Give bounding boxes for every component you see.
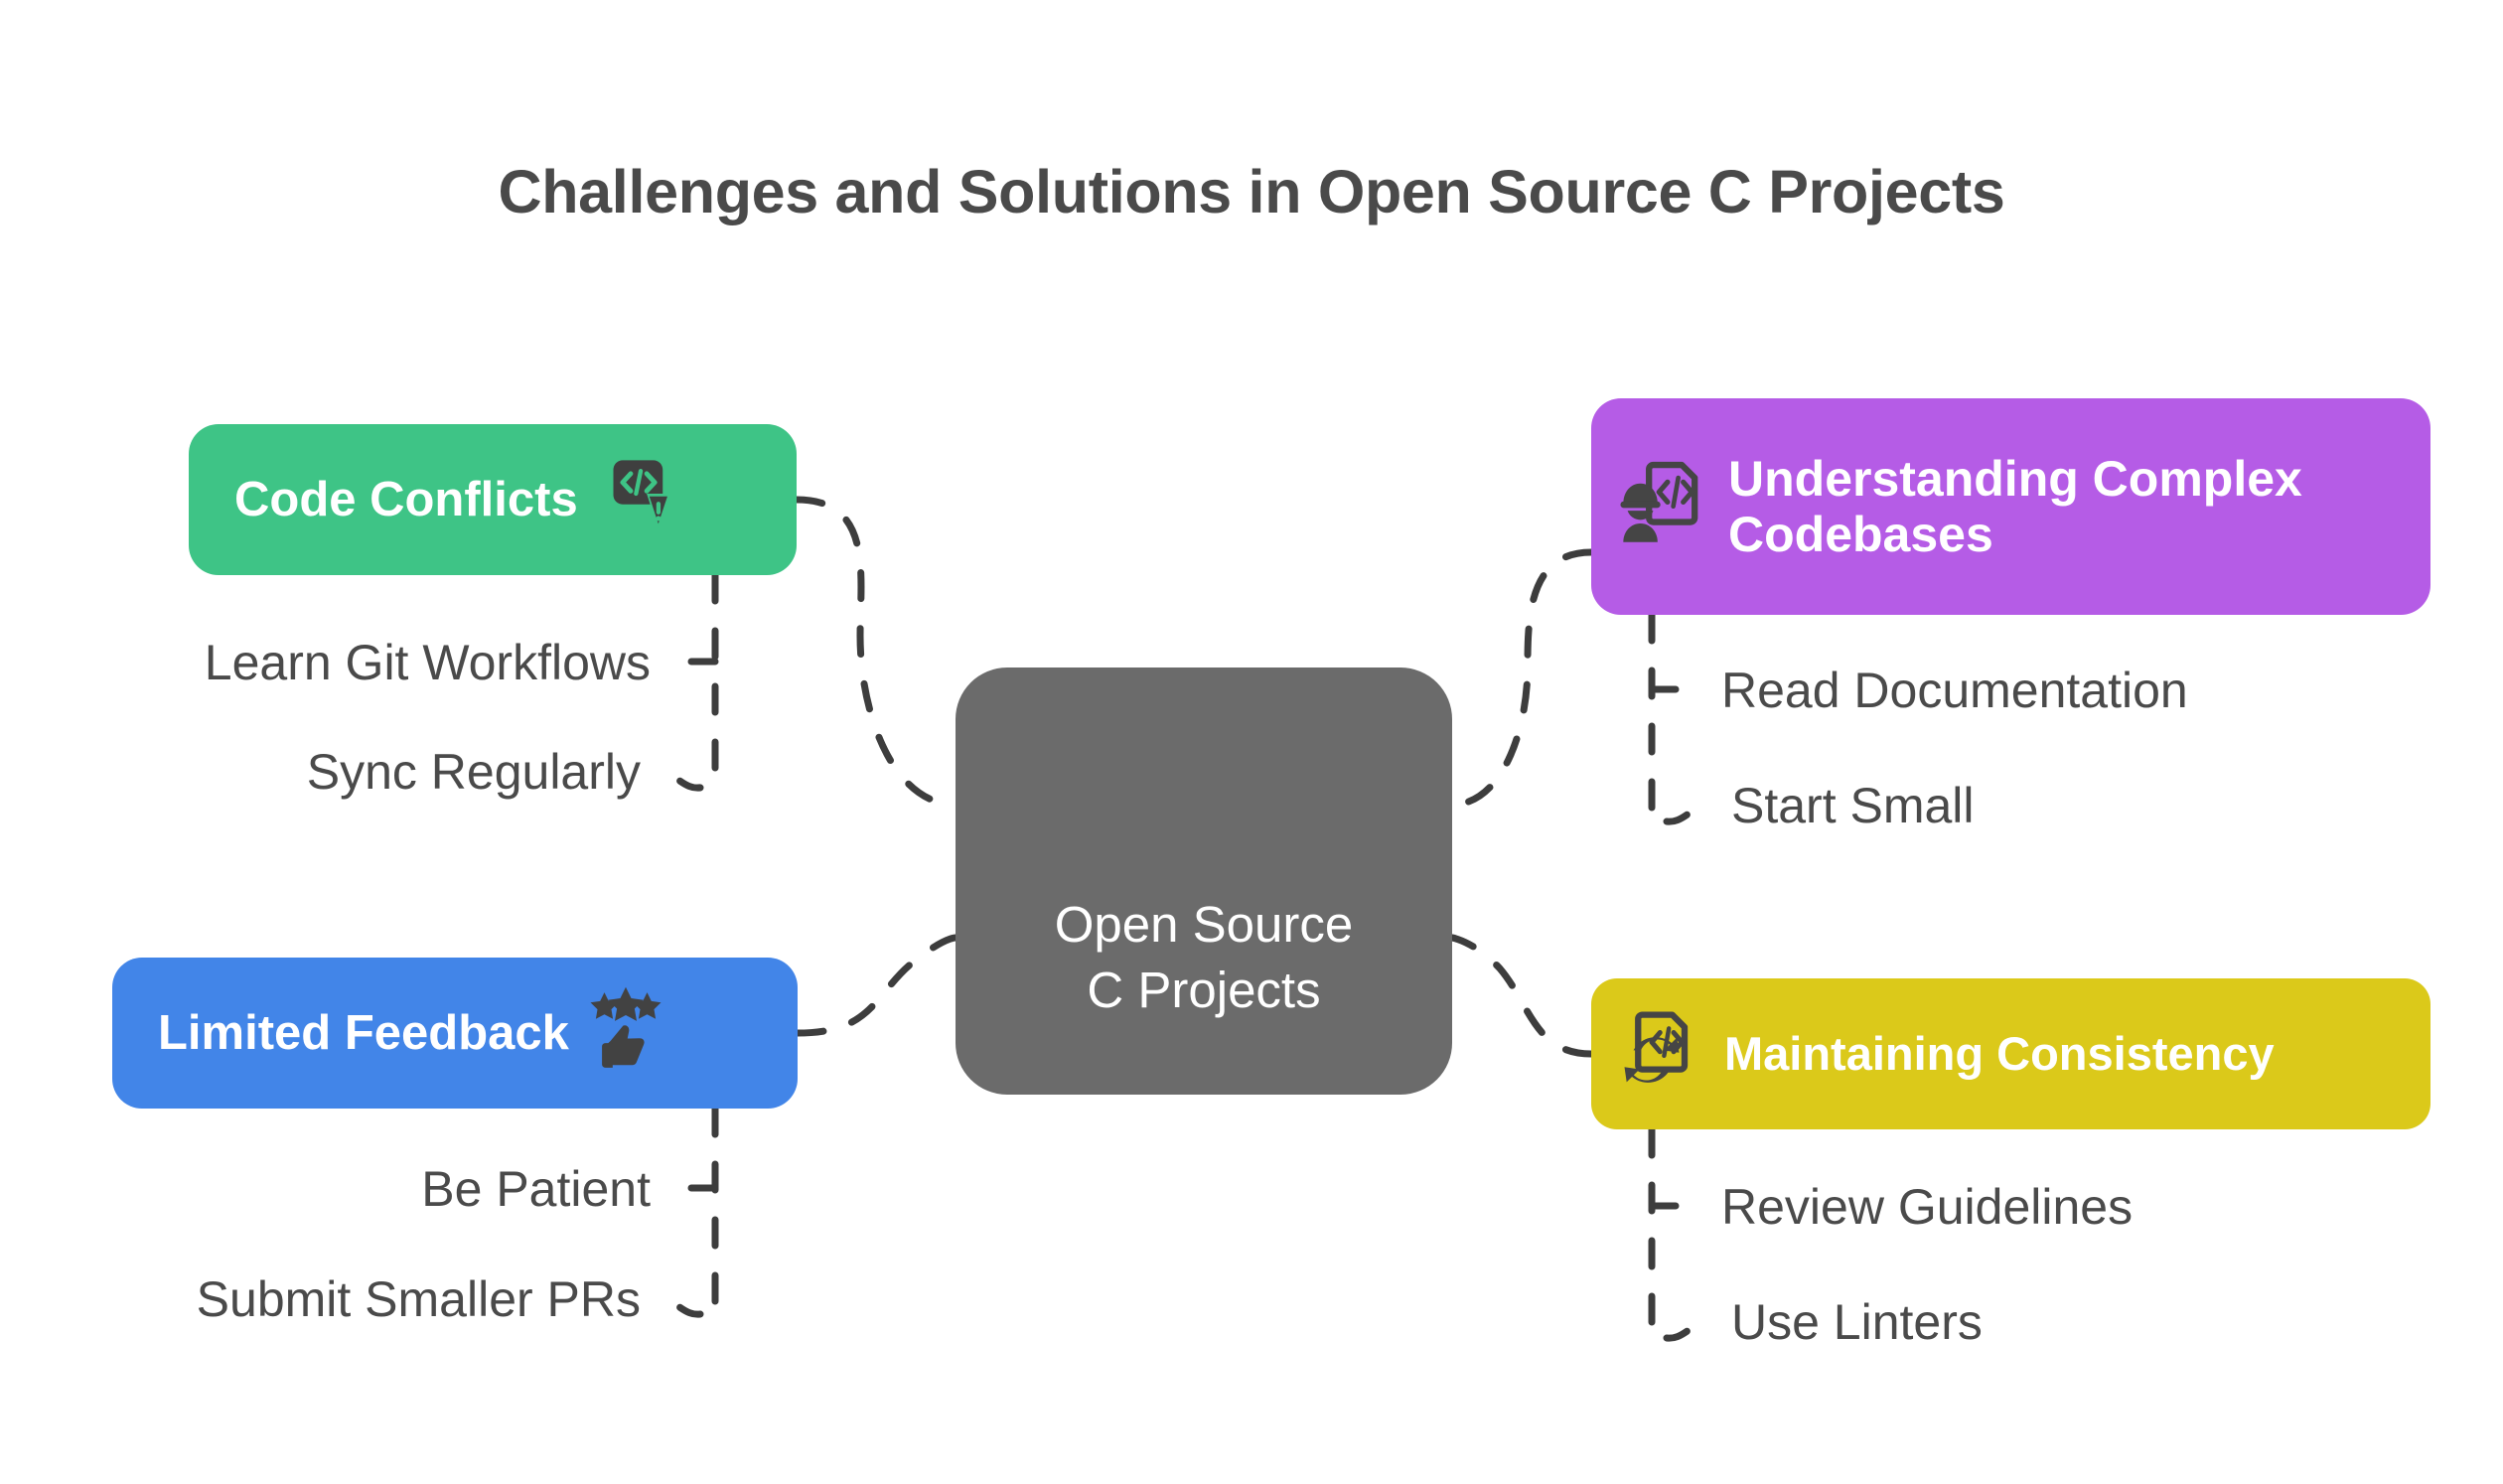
- hook-submit-smaller-prs: [660, 1293, 704, 1318]
- leaf-sync-regularly[interactable]: Sync Regularly: [306, 744, 641, 800]
- stem-limited-feedback: [694, 1105, 719, 1318]
- leaf-use-linters[interactable]: Use Linters: [1731, 1294, 1983, 1350]
- leaf-read-documentation[interactable]: Read Documentation: [1721, 663, 2188, 718]
- stem-code-conflicts: [694, 571, 719, 792]
- connector-center-to-limited-feedback: [794, 934, 959, 1037]
- branch-node-limited-feedback[interactable]: Limited Feedback: [112, 958, 798, 1109]
- leaf-be-patient[interactable]: Be Patient: [421, 1161, 651, 1217]
- stem-maintaining: [1648, 1125, 1673, 1342]
- sync-code-document-icon: [1619, 1005, 1706, 1104]
- branch-label-code-conflicts: Code Conflicts: [234, 472, 578, 526]
- leaf-review-guidelines[interactable]: Review Guidelines: [1721, 1179, 2134, 1235]
- stem-understanding: [1648, 611, 1673, 825]
- branch-label-line1: Understanding Complex: [1728, 451, 2302, 507]
- branch-node-code-conflicts[interactable]: Code Conflicts: [189, 424, 797, 575]
- branch-label-limited-feedback: Limited Feedback: [158, 1005, 569, 1060]
- leaf-learn-git-workflows[interactable]: Learn Git Workflows: [204, 635, 651, 690]
- central-node-label: Open Source C Projects: [956, 892, 1452, 1024]
- hook-use-linters: [1663, 1317, 1707, 1342]
- leaf-submit-smaller-prs[interactable]: Submit Smaller PRs: [196, 1271, 641, 1327]
- page-title: Challenges and Solutions in Open Source …: [498, 158, 2005, 225]
- developer-code-document-icon: [1619, 455, 1710, 558]
- leaf-start-small[interactable]: Start Small: [1731, 778, 1975, 833]
- central-node-line2: C Projects: [1087, 962, 1321, 1019]
- connector-center-to-understanding: [1448, 548, 1595, 809]
- central-node-open-source-c-projects[interactable]: Open Source C Projects: [956, 668, 1452, 1095]
- branch-node-understanding-complex-codebases[interactable]: Understanding Complex Codebases: [1591, 398, 2430, 615]
- branch-node-maintaining-consistency[interactable]: Maintaining Consistency: [1591, 978, 2430, 1129]
- branch-label-line2: Codebases: [1728, 507, 1993, 562]
- branch-label-understanding-complex-codebases: Understanding Complex Codebases: [1728, 451, 2302, 562]
- connector-center-to-code-conflicts: [793, 496, 959, 809]
- branch-label-maintaining-consistency: Maintaining Consistency: [1724, 1026, 2275, 1080]
- central-node-line1: Open Source: [1054, 896, 1354, 953]
- hook-start-small: [1663, 801, 1707, 825]
- connector-center-to-maintaining: [1448, 934, 1595, 1058]
- code-file-warning-icon: [592, 451, 677, 548]
- hook-sync-regularly: [660, 767, 704, 792]
- stars-thumbs-up-icon: [583, 984, 668, 1082]
